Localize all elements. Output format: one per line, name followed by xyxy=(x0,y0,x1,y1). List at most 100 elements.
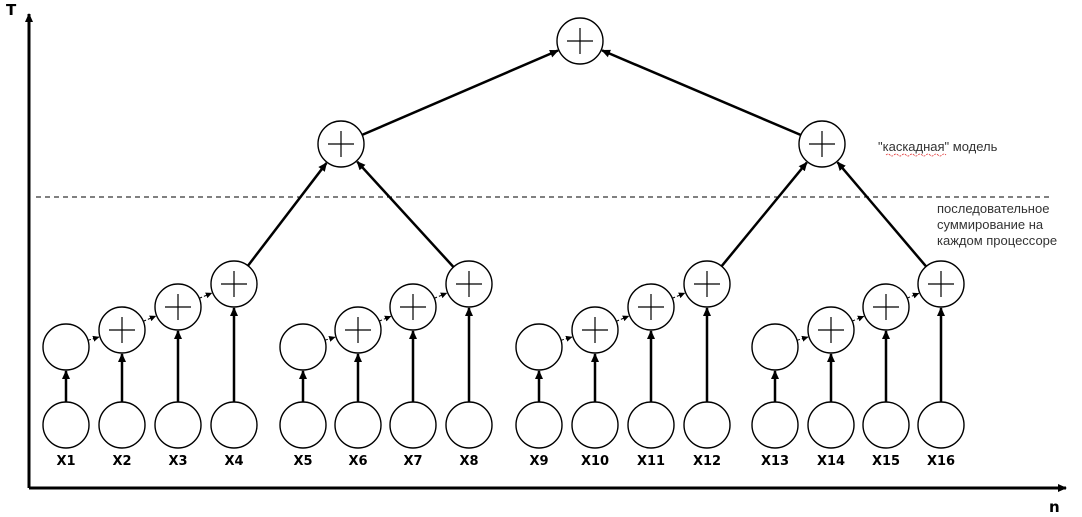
input-node-14-circle xyxy=(807,401,855,449)
input-labels: X1 X2 X3 X4 X5 X6 X7 X8 X9 X10 X11 X12 X13 X14 X15 X16 xyxy=(56,454,955,469)
chain-node-13-circle xyxy=(751,323,799,371)
input-label-13: X13 xyxy=(761,454,789,469)
chain-node-5-circle xyxy=(279,323,327,371)
chain-edge-10 xyxy=(616,315,630,322)
cascade-edge-3 xyxy=(720,161,808,268)
chain-edge-15 xyxy=(907,292,920,299)
chain-node-1-circle xyxy=(42,323,90,371)
chain-node-6 xyxy=(334,306,382,354)
input-node-2 xyxy=(98,401,146,449)
input-node-10-circle xyxy=(571,401,619,449)
input-node-8 xyxy=(445,401,493,449)
input-node-6-circle xyxy=(334,401,382,449)
input-node-12 xyxy=(683,401,731,449)
input-node-7 xyxy=(389,401,437,449)
input-label-5: X5 xyxy=(293,454,312,469)
chain-edge-11 xyxy=(672,292,686,299)
cascade-edge-4 xyxy=(836,161,928,268)
input-node-16-circle xyxy=(917,401,965,449)
chain-edge-5 xyxy=(324,335,336,342)
chain-edge-1 xyxy=(87,335,100,342)
chain-node-4 xyxy=(210,260,258,308)
chain-node-14 xyxy=(807,306,855,354)
sequential-note-line-1: последовательное xyxy=(937,201,1049,216)
input-node-9-circle xyxy=(515,401,563,449)
chain-node-3 xyxy=(154,283,202,331)
cascade-node-2 xyxy=(798,120,846,168)
root-node xyxy=(556,17,604,65)
chain-edge-13 xyxy=(796,335,809,342)
axes: T n xyxy=(6,1,1067,516)
input-node-4 xyxy=(210,401,258,449)
input-node-13-circle xyxy=(751,401,799,449)
input-label-11: X11 xyxy=(637,454,665,469)
input-node-2-circle xyxy=(98,401,146,449)
sequential-note-line-2: суммирование на xyxy=(937,217,1044,232)
input-label-12: X12 xyxy=(693,454,721,469)
input-node-1 xyxy=(42,401,90,449)
input-node-9 xyxy=(515,401,563,449)
cascade-model-note: "каскадная" модель xyxy=(878,139,998,154)
edges xyxy=(62,49,945,402)
input-node-5 xyxy=(279,401,327,449)
chain-node-8 xyxy=(445,260,493,308)
cascade-node-1 xyxy=(317,120,365,168)
input-node-10 xyxy=(571,401,619,449)
input-node-14 xyxy=(807,401,855,449)
input-label-9: X9 xyxy=(529,454,548,469)
chain-node-12 xyxy=(683,260,731,308)
root-edge-left xyxy=(361,49,559,137)
root-edge-right xyxy=(601,49,802,137)
input-label-1: X1 xyxy=(56,454,75,469)
sequential-note-line-3: каждом процессоре xyxy=(937,233,1057,248)
input-label-10: X10 xyxy=(581,454,609,469)
input-node-3 xyxy=(154,401,202,449)
chain-node-13 xyxy=(751,323,799,371)
chain-node-5 xyxy=(279,323,327,371)
chain-node-16 xyxy=(917,260,965,308)
input-node-5-circle xyxy=(279,401,327,449)
chain-edge-3 xyxy=(199,292,213,299)
input-node-15-circle xyxy=(862,401,910,449)
chain-edge-7 xyxy=(434,292,448,299)
chain-node-7 xyxy=(389,283,437,331)
chain-edge-9 xyxy=(560,335,573,342)
input-node-11-circle xyxy=(627,401,675,449)
input-label-8: X8 xyxy=(459,454,478,469)
cascade-edge-1 xyxy=(246,162,328,267)
spell-underline xyxy=(885,153,947,157)
chain-node-15 xyxy=(862,283,910,331)
input-label-4: X4 xyxy=(224,454,243,469)
chain-node-9-circle xyxy=(515,323,563,371)
input-label-3: X3 xyxy=(168,454,187,469)
input-node-16 xyxy=(917,401,965,449)
input-label-7: X7 xyxy=(403,454,422,469)
annotations: "каскадная" модель последовательное сумм… xyxy=(878,139,1057,248)
input-node-7-circle xyxy=(389,401,437,449)
input-label-15: X15 xyxy=(872,454,900,469)
chain-edge-2 xyxy=(143,315,157,322)
chain-node-10 xyxy=(571,306,619,354)
chain-edge-14 xyxy=(852,315,865,322)
nodes xyxy=(42,17,965,449)
input-node-3-circle xyxy=(154,401,202,449)
input-label-6: X6 xyxy=(348,454,367,469)
input-node-15 xyxy=(862,401,910,449)
chain-node-2 xyxy=(98,306,146,354)
cascade-edge-2 xyxy=(356,160,455,268)
y-axis-label: T xyxy=(6,1,17,19)
chain-node-9 xyxy=(515,323,563,371)
input-node-13 xyxy=(751,401,799,449)
chain-node-1 xyxy=(42,323,90,371)
x-axis-label: n xyxy=(1049,498,1060,516)
input-label-14: X14 xyxy=(817,454,845,469)
input-label-2: X2 xyxy=(112,454,131,469)
input-label-16: X16 xyxy=(927,454,955,469)
input-node-8-circle xyxy=(445,401,493,449)
input-node-1-circle xyxy=(42,401,90,449)
chain-edge-6 xyxy=(379,315,392,322)
input-node-11 xyxy=(627,401,675,449)
chain-node-11 xyxy=(627,283,675,331)
input-node-12-circle xyxy=(683,401,731,449)
